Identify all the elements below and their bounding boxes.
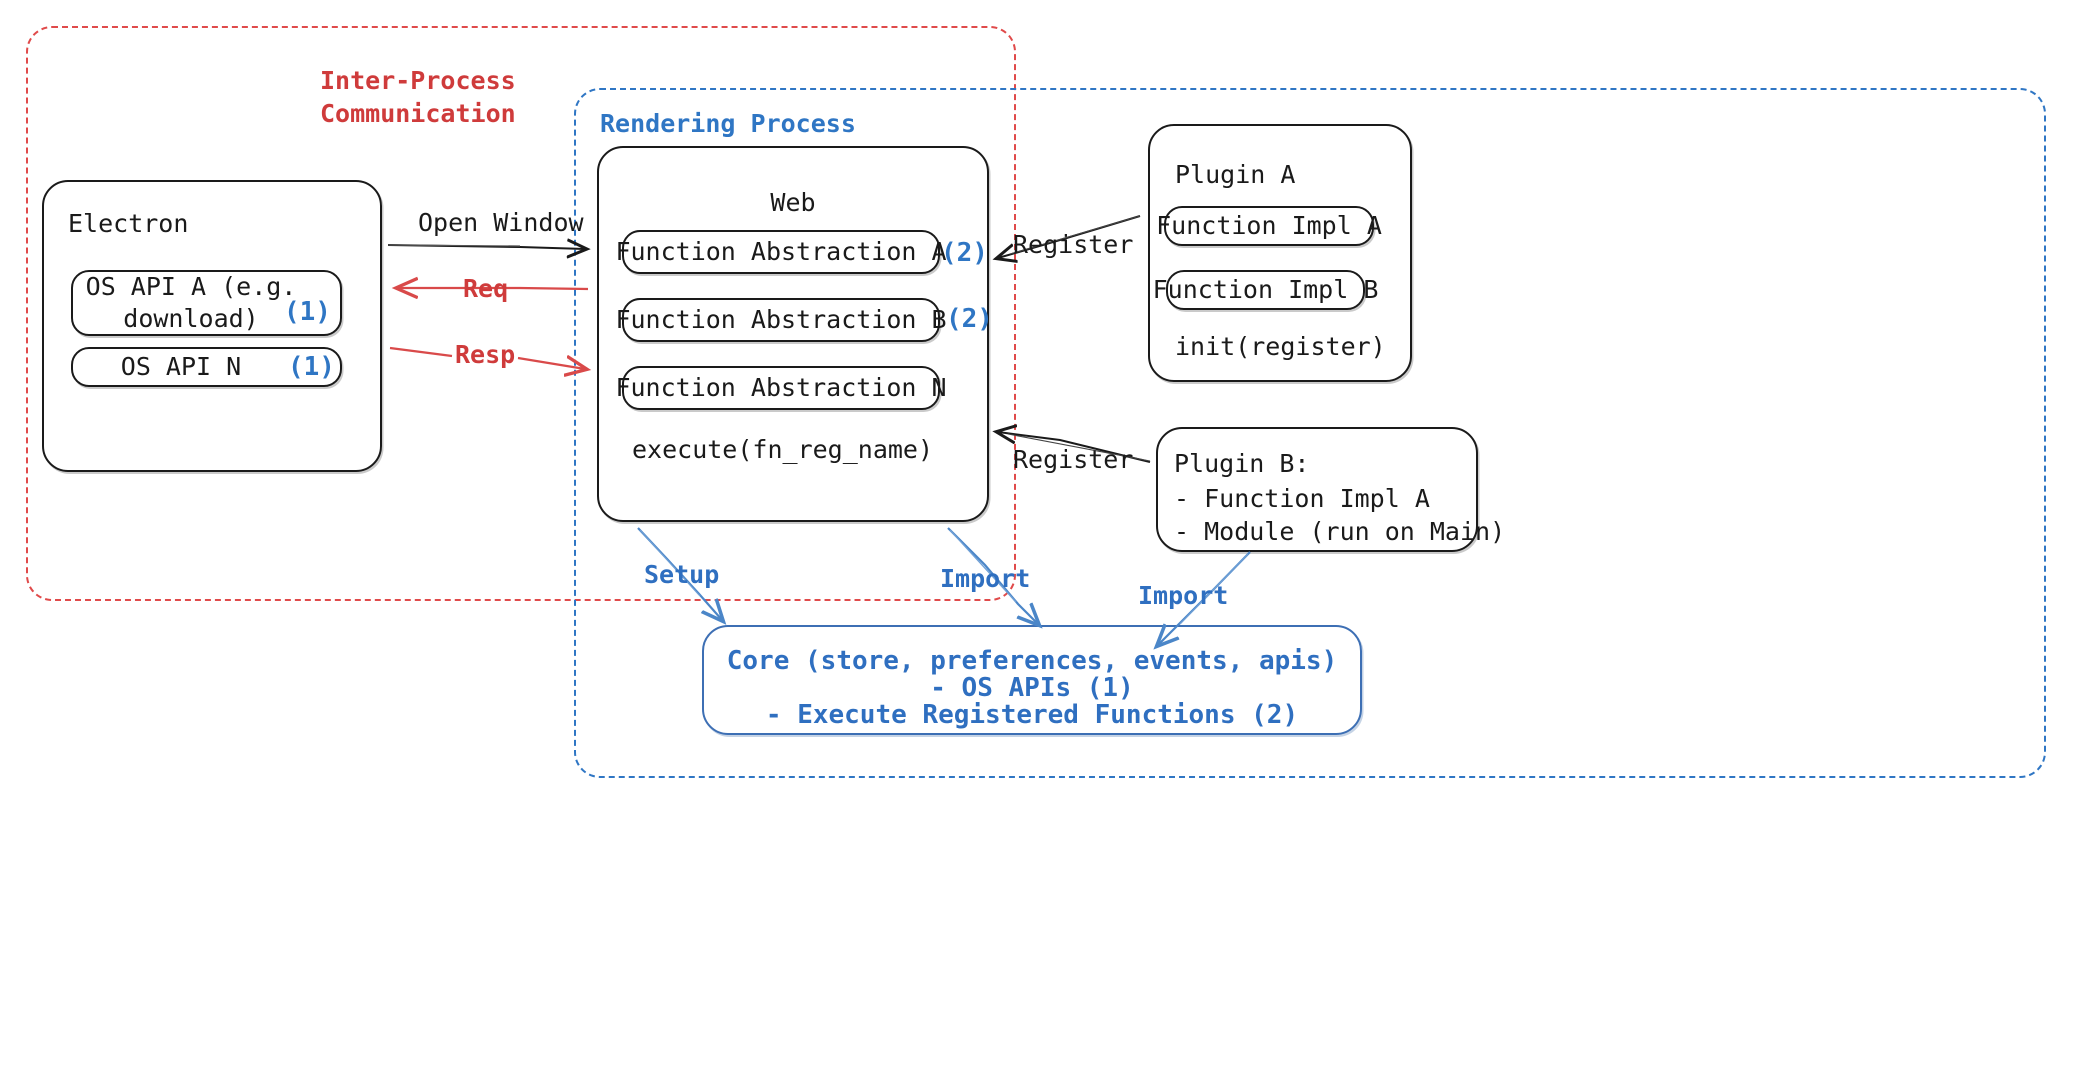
ipc-boundary	[26, 26, 1016, 601]
web-box[interactable]	[597, 146, 989, 522]
edge-label-open-window: Open Window	[418, 208, 584, 237]
os-api-n-label: OS API N	[120, 351, 242, 381]
core-line-1: Core (store, preferences, events, apis)	[726, 646, 1338, 676]
plugin-b-line-2: - Module (run on Main)	[1174, 517, 1506, 546]
electron-title: Electron	[68, 209, 189, 238]
os-api-a-box[interactable]	[71, 270, 342, 336]
edge-label-import-web: Import	[940, 564, 1031, 593]
function-abstraction-b-marker: (2)	[946, 304, 993, 334]
function-impl-a-box[interactable]	[1164, 206, 1374, 246]
os-api-a-label: OS API A (e.g. download)	[85, 271, 297, 334]
web-title: Web	[770, 188, 816, 217]
os-api-n-marker: (1)	[288, 352, 335, 382]
plugin-b-box[interactable]	[1156, 427, 1478, 552]
os-api-a-marker: (1)	[284, 297, 331, 327]
edge-label-register-bottom: Register	[1013, 445, 1134, 474]
function-abstraction-n-label: Function Abstraction N	[615, 372, 947, 402]
web-execute-method: execute(fn_reg_name)	[632, 435, 934, 464]
function-abstraction-a-label: Function Abstraction A	[615, 236, 947, 266]
function-abstraction-a-box[interactable]	[622, 230, 940, 274]
function-abstraction-a-marker: (2)	[941, 238, 988, 268]
edge-label-setup: Setup	[644, 560, 720, 589]
edge-label-req: Req	[463, 274, 509, 303]
os-api-n-box[interactable]	[71, 347, 342, 387]
function-abstraction-b-box[interactable]	[622, 298, 940, 342]
ipc-title: Inter-Process Communication	[320, 66, 516, 128]
plugin-b-title: Plugin B:	[1174, 449, 1310, 478]
plugin-a-box[interactable]	[1148, 124, 1412, 382]
edge-label-import-plugin-b: Import	[1138, 581, 1229, 610]
rendering-process-boundary	[574, 88, 2046, 778]
edge-label-register-top: Register	[1013, 230, 1134, 259]
plugin-b-line-1: - Function Impl A	[1174, 484, 1430, 513]
core-line-3: - Execute Registered Functions (2)	[765, 700, 1299, 730]
edge-label-resp: Resp	[455, 340, 516, 369]
plugin-a-title: Plugin A	[1175, 160, 1296, 189]
core-text-group: Core (store, preferences, events, apis) …	[702, 625, 1362, 735]
function-impl-a-label: Function Impl A	[1156, 210, 1382, 240]
rendering-process-title: Rendering Process	[600, 109, 856, 138]
function-impl-b-box[interactable]	[1166, 270, 1365, 310]
function-abstraction-n-box[interactable]	[622, 366, 940, 410]
function-impl-b-label: Function Impl B	[1152, 274, 1379, 304]
core-line-2: - OS APIs (1)	[930, 673, 1134, 703]
plugin-a-init-method: init(register)	[1175, 332, 1386, 361]
electron-box[interactable]	[42, 180, 382, 472]
function-abstraction-b-label: Function Abstraction B	[615, 304, 947, 334]
